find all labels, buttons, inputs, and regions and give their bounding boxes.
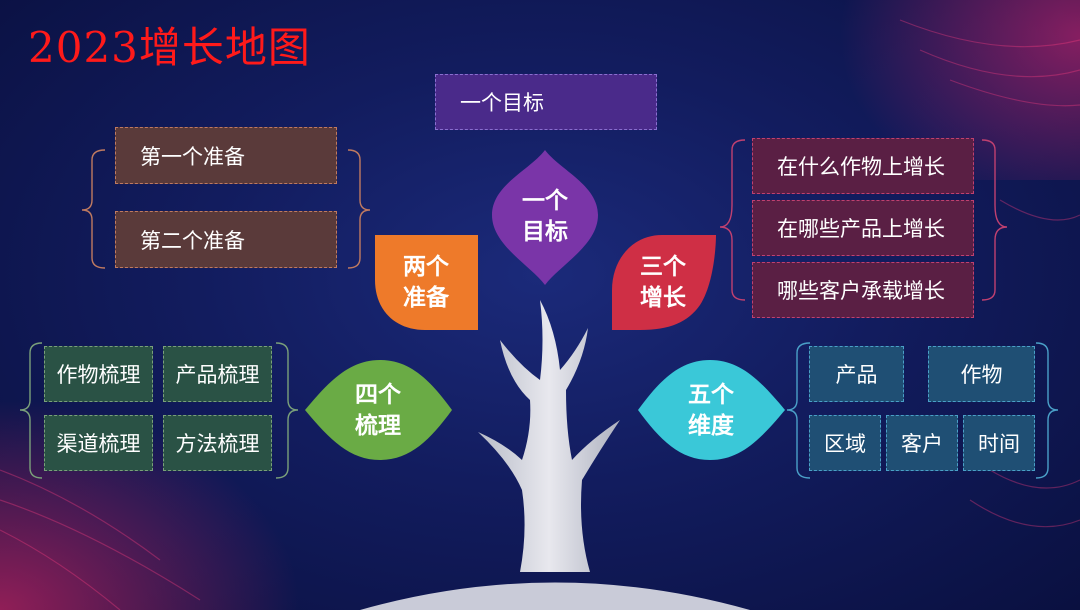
leaf-grow-line-1: 三个 bbox=[640, 254, 686, 280]
brace-sort-right bbox=[275, 342, 299, 479]
brace-grow-right bbox=[981, 139, 1008, 301]
brace-dim-left bbox=[786, 342, 811, 479]
brace-sort-left bbox=[19, 342, 43, 479]
dim-item-1: 产品 bbox=[809, 346, 904, 402]
ground-arc bbox=[360, 582, 750, 610]
leaf-prep-label: 两个 准备 bbox=[386, 252, 466, 314]
leaf-goal bbox=[492, 150, 598, 285]
leaf-goal-label: 一个 目标 bbox=[505, 186, 585, 248]
brace-prep-left bbox=[81, 149, 106, 269]
leaf-sort-line-1: 四个 bbox=[355, 382, 401, 408]
dim-item-2: 作物 bbox=[928, 346, 1035, 402]
page-title: 2023增长地图 bbox=[28, 23, 311, 72]
sort-item-1: 作物梳理 bbox=[44, 346, 153, 402]
leaf-sort bbox=[305, 360, 452, 460]
leaf-dim-line-1: 五个 bbox=[688, 382, 734, 408]
leaf-prep-line-1: 两个 bbox=[403, 254, 449, 280]
brace-grow-left bbox=[719, 139, 746, 301]
brace-dim-right bbox=[1035, 342, 1059, 479]
goal-box: 一个目标 bbox=[435, 74, 657, 130]
leaf-dim-label: 五个 维度 bbox=[671, 380, 751, 442]
leaf-prep-line-2: 准备 bbox=[403, 285, 449, 311]
leaf-sort-label: 四个 梳理 bbox=[338, 380, 418, 442]
sort-item-2: 产品梳理 bbox=[163, 346, 272, 402]
leaf-prep bbox=[375, 235, 478, 330]
dim-item-3: 区域 bbox=[809, 415, 881, 471]
leaf-grow-label: 三个 增长 bbox=[623, 252, 703, 314]
grow-item-1: 在什么作物上增长 bbox=[752, 138, 974, 194]
leaf-dim-line-2: 维度 bbox=[688, 413, 734, 439]
grow-item-3: 哪些客户承载增长 bbox=[752, 262, 974, 318]
leaf-grow bbox=[612, 235, 716, 330]
light-streaks-right bbox=[899, 19, 1080, 528]
leaf-goal-line-1: 一个 bbox=[522, 188, 568, 214]
leaf-goal-line-2: 目标 bbox=[522, 219, 568, 245]
leaf-dim bbox=[638, 360, 785, 460]
tree-trunk bbox=[478, 300, 620, 572]
leaf-sort-line-2: 梳理 bbox=[355, 413, 401, 439]
grow-item-2: 在哪些产品上增长 bbox=[752, 200, 974, 256]
prep-item-2: 第二个准备 bbox=[115, 211, 337, 268]
sort-item-4: 方法梳理 bbox=[163, 415, 272, 471]
dim-item-4: 客户 bbox=[886, 415, 958, 471]
leaf-grow-line-2: 增长 bbox=[640, 285, 686, 311]
prep-item-1: 第一个准备 bbox=[115, 127, 337, 184]
dim-item-5: 时间 bbox=[963, 415, 1035, 471]
brace-prep-right bbox=[347, 149, 371, 269]
sort-item-3: 渠道梳理 bbox=[44, 415, 153, 471]
light-streaks-left bbox=[0, 469, 201, 610]
